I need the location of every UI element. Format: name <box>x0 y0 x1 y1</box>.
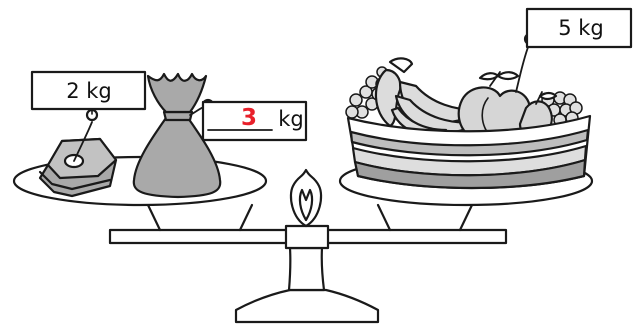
hex-weight <box>40 110 116 196</box>
basket-tag-label: 5 kg <box>558 16 604 40</box>
sack-unit-label: kg <box>278 107 304 131</box>
weight-tag-label: 2 kg <box>66 79 112 103</box>
scale-base <box>236 290 378 322</box>
pan-support-left <box>148 205 252 230</box>
scale-beam-joint <box>286 226 328 248</box>
fruit-basket <box>346 34 590 188</box>
scale-column <box>289 248 324 290</box>
pan-support-right <box>378 205 472 230</box>
sack-answer-value: 3 <box>241 105 257 131</box>
